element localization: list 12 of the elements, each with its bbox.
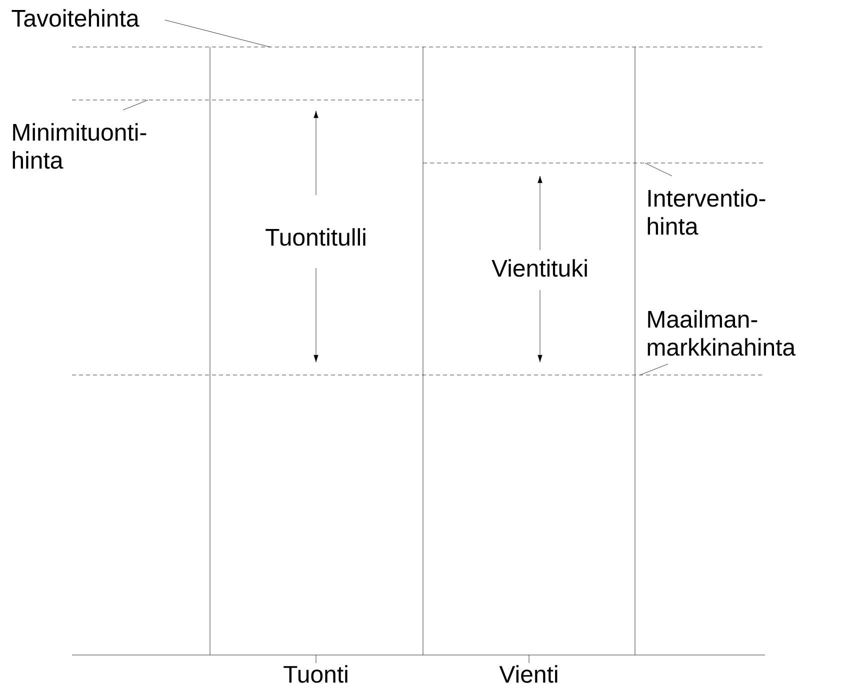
leader-line xyxy=(640,364,668,376)
axis-label: Vienti xyxy=(497,663,561,685)
price-label: Maailman- markkinahinta xyxy=(648,310,796,356)
leader-line xyxy=(164,20,270,48)
leader-line xyxy=(644,162,672,176)
measure-label: Vientituki xyxy=(490,257,590,279)
leader-line xyxy=(122,100,148,110)
measure-label: Tuontitulli xyxy=(263,226,369,248)
axis-label: Tuonti xyxy=(281,663,351,685)
price-label: Tavoitehinta xyxy=(12,9,140,27)
price-label: Minimituonti- hinta xyxy=(12,123,146,169)
price-label: Interventio- hinta xyxy=(648,189,766,235)
